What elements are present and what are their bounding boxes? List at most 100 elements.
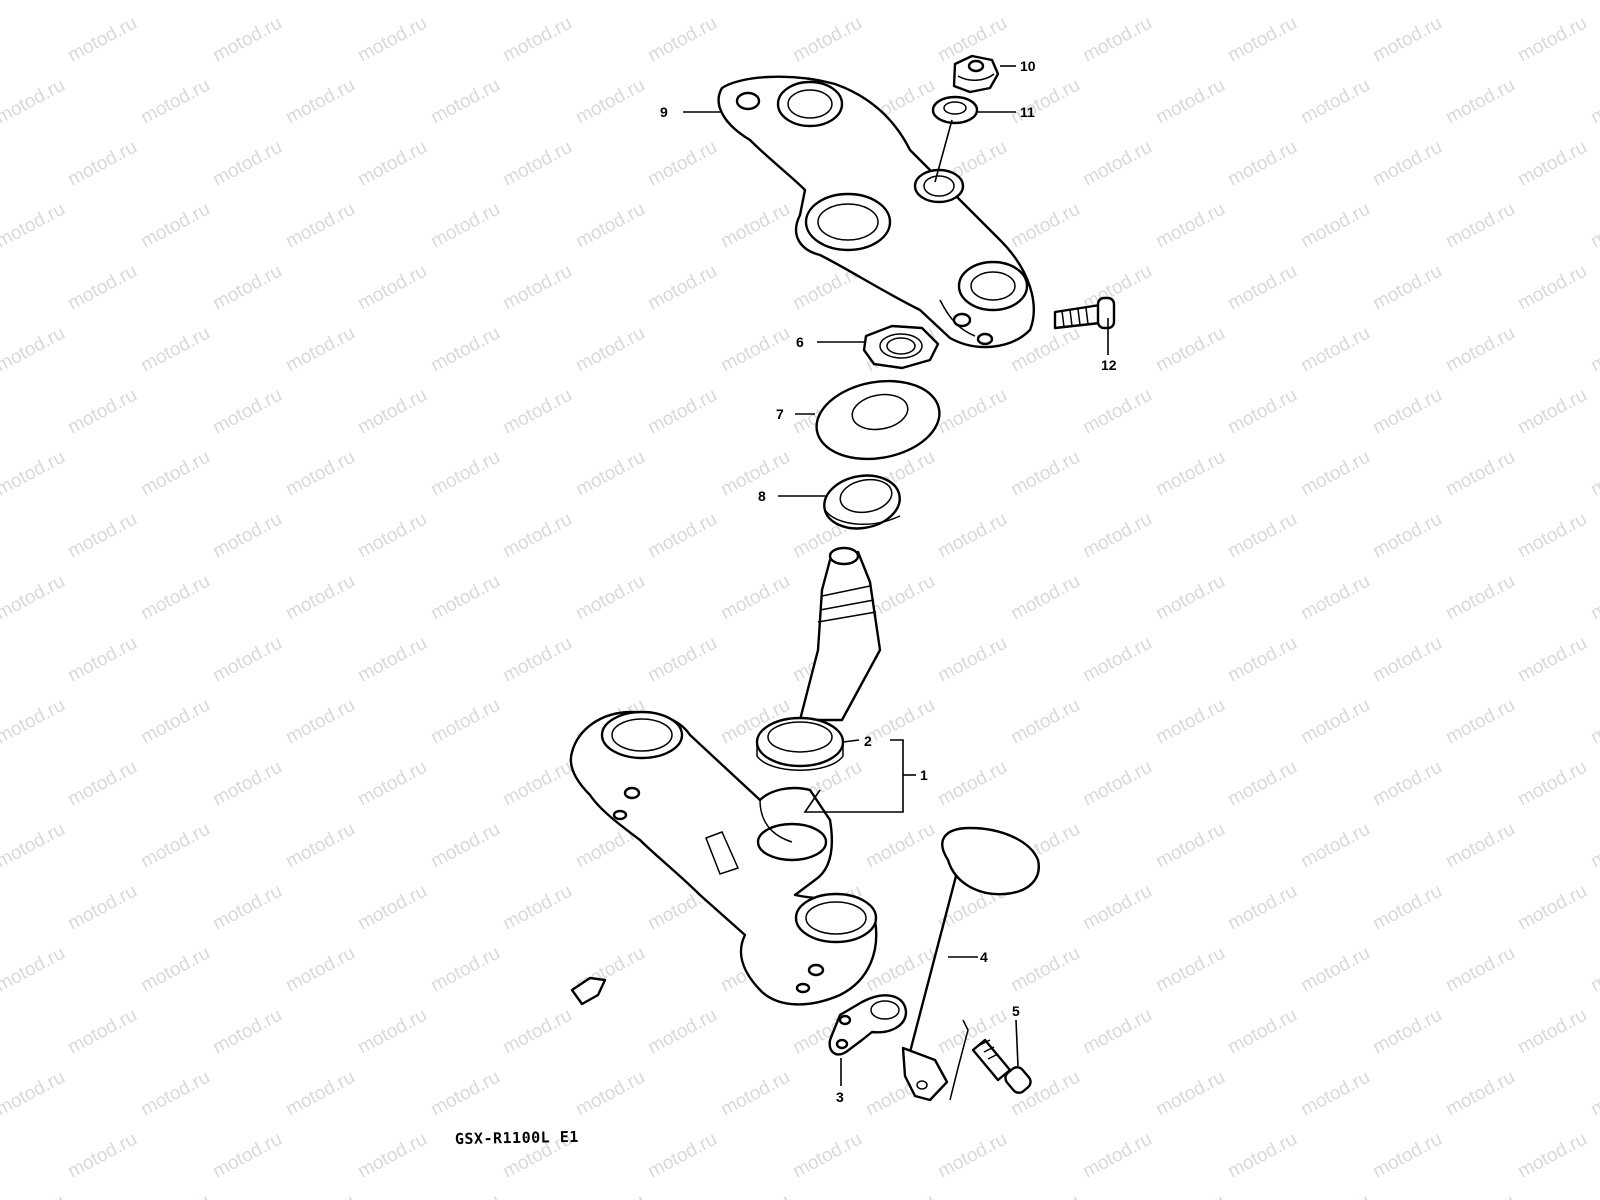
watermark-text: motod.ru — [1079, 633, 1155, 687]
watermark-text: motod.ru — [644, 633, 720, 687]
watermark-text: motod.ru — [1587, 943, 1600, 997]
watermark-text: motod.ru — [354, 385, 430, 439]
watermark-text: motod.ru — [282, 1067, 358, 1121]
watermark-text: motod.ru — [499, 633, 575, 687]
watermark-text: motod.ru — [0, 943, 69, 997]
watermark-text: motod.ru — [427, 75, 503, 129]
watermark-text: motod.ru — [0, 1191, 69, 1200]
clamp-bolt — [1053, 296, 1116, 330]
watermark-text: motod.ru — [427, 943, 503, 997]
watermark-text: motod.ru — [1297, 571, 1373, 625]
lower-bearing — [755, 716, 845, 771]
callout-6: 6 — [796, 334, 804, 350]
watermark-text: motod.ru — [499, 385, 575, 439]
watermark-text: motod.ru — [1224, 1005, 1300, 1059]
model-label: GSX-R1100L E1 — [455, 1128, 579, 1148]
watermark-text: motod.ru — [1224, 261, 1300, 315]
callout-2: 2 — [864, 733, 872, 749]
watermark-text: motod.ru — [427, 695, 503, 749]
watermark-text: motod.ru — [499, 13, 575, 67]
watermark-text: motod.ru — [572, 1067, 648, 1121]
watermark-text: motod.ru — [1514, 881, 1590, 935]
watermark-text: motod.ru — [1224, 633, 1300, 687]
watermark-text: motod.ru — [0, 1067, 69, 1121]
watermark-text: motod.ru — [1442, 447, 1518, 501]
callout-5: 5 — [1012, 1003, 1020, 1019]
watermark-text: motod.ru — [427, 1067, 503, 1121]
watermark-text: motod.ru — [1442, 0, 1518, 4]
watermark-text: motod.ru — [137, 447, 213, 501]
callout-8: 8 — [758, 488, 766, 504]
watermark-text: motod.ru — [1442, 1067, 1518, 1121]
watermark-text: motod.ru — [0, 695, 69, 749]
watermark-text: motod.ru — [64, 757, 140, 811]
watermark-text: motod.ru — [717, 1067, 793, 1121]
watermark-text: motod.ru — [282, 323, 358, 377]
watermark-text: motod.ru — [789, 1129, 865, 1183]
watermark-text: motod.ru — [499, 509, 575, 563]
watermark-text: motod.ru — [1152, 943, 1228, 997]
watermark-text: motod.ru — [0, 571, 69, 625]
watermark-text: motod.ru — [1442, 819, 1518, 873]
watermark-text: motod.ru — [137, 323, 213, 377]
watermark-text: motod.ru — [137, 1191, 213, 1200]
watermark-text: motod.ru — [1152, 75, 1228, 129]
watermark-text: motod.ru — [1079, 385, 1155, 439]
watermark-text: motod.ru — [1079, 1005, 1155, 1059]
hose-clamp — [828, 994, 908, 1056]
watermark-text: motod.ru — [137, 199, 213, 253]
watermark-text: motod.ru — [1587, 199, 1600, 253]
callout-10: 10 — [1020, 58, 1036, 74]
callout-labels: 9 10 11 12 6 7 8 2 1 4 5 3 — [660, 58, 1117, 1105]
watermark-text: motod.ru — [717, 571, 793, 625]
watermark-text: motod.ru — [1369, 509, 1445, 563]
watermark-text: motod.ru — [1297, 943, 1373, 997]
watermark-text: motod.ru — [572, 1191, 648, 1200]
watermark-text: motod.ru — [209, 1005, 285, 1059]
watermark-text: motod.ru — [572, 447, 648, 501]
watermark-text: motod.ru — [282, 0, 358, 4]
stem-nut — [952, 54, 1000, 94]
watermark-text: motod.ru — [64, 1005, 140, 1059]
watermark-text: motod.ru — [499, 757, 575, 811]
watermark-text: motod.ru — [0, 819, 69, 873]
watermark-text: motod.ru — [1514, 1005, 1590, 1059]
watermark-text: motod.ru — [1297, 75, 1373, 129]
watermark-text: motod.ru — [354, 1005, 430, 1059]
watermark-text: motod.ru — [1369, 757, 1445, 811]
watermark-text: motod.ru — [64, 261, 140, 315]
watermark-text: motod.ru — [354, 1129, 430, 1183]
watermark-text: motod.ru — [717, 0, 793, 4]
watermark-text: motod.ru — [1007, 1191, 1083, 1200]
watermark-text: motod.ru — [1369, 261, 1445, 315]
watermark-text: motod.ru — [0, 323, 69, 377]
watermark-text: motod.ru — [572, 75, 648, 129]
watermark-text: motod.ru — [1224, 137, 1300, 191]
callout-3: 3 — [836, 1089, 844, 1105]
watermark-text: motod.ru — [354, 757, 430, 811]
watermark-text: motod.ru — [1007, 571, 1083, 625]
watermark-text: motod.ru — [1297, 323, 1373, 377]
watermark-text: motod.ru — [1079, 13, 1155, 67]
watermark-text: motod.ru — [209, 385, 285, 439]
watermark-text: motod.ru — [1152, 323, 1228, 377]
watermark-text: motod.ru — [1442, 695, 1518, 749]
watermark-text: motod.ru — [862, 819, 938, 873]
watermark-text: motod.ru — [282, 1191, 358, 1200]
watermark-text: motod.ru — [427, 323, 503, 377]
callout-4: 4 — [980, 949, 988, 965]
watermark-text: motod.ru — [1152, 447, 1228, 501]
watermark-text: motod.ru — [1079, 757, 1155, 811]
watermark-text: motod.ru — [644, 13, 720, 67]
watermark-text: motod.ru — [64, 385, 140, 439]
watermark-text: motod.ru — [1152, 199, 1228, 253]
watermark-text: motod.ru — [209, 13, 285, 67]
watermark-text: motod.ru — [499, 881, 575, 935]
watermark-text: motod.ru — [1224, 1129, 1300, 1183]
watermark-text: motod.ru — [1224, 757, 1300, 811]
watermark-text: motod.ru — [1152, 0, 1228, 4]
watermark-text: motod.ru — [1587, 323, 1600, 377]
watermark-text: motod.ru — [427, 1191, 503, 1200]
